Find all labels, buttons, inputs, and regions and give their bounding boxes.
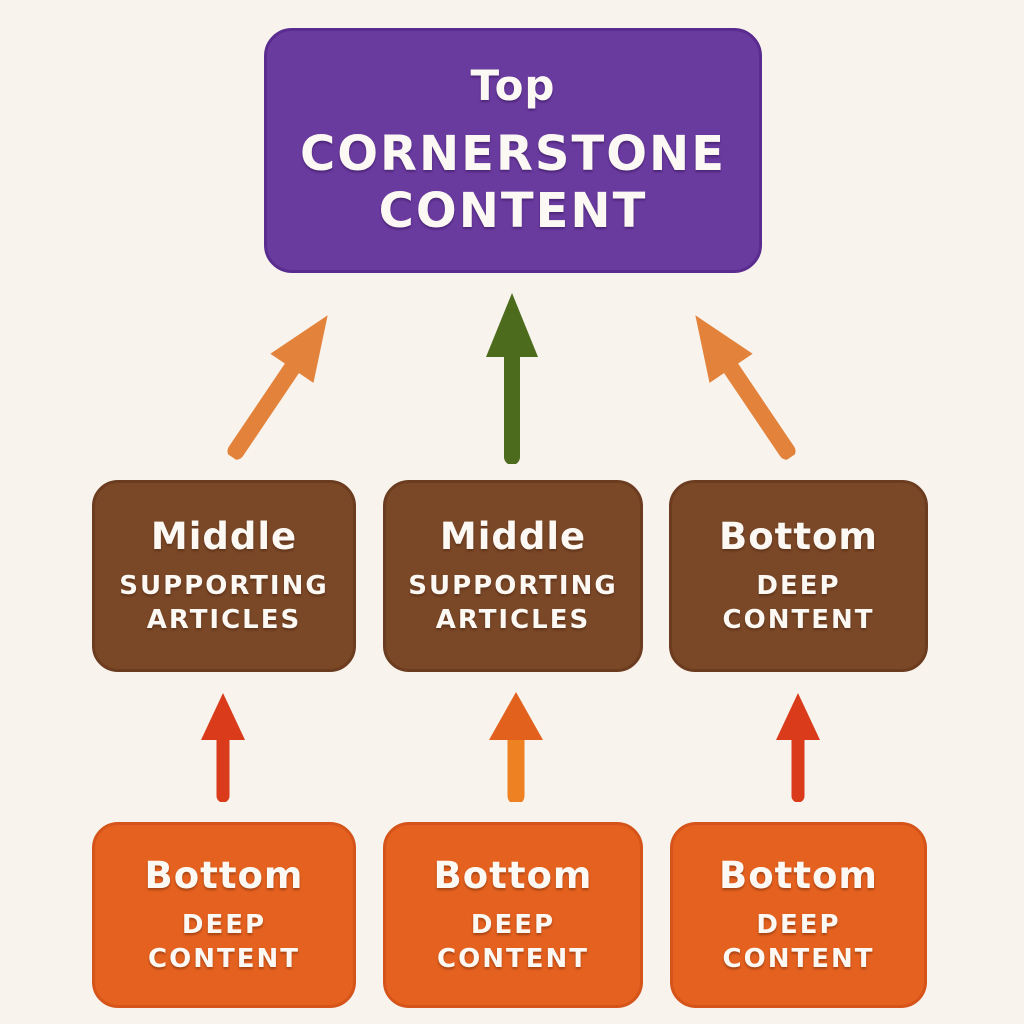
- top-cornerstone-box: Top CORNERSTONE CONTENT: [264, 28, 762, 273]
- bottom-box-1-title: Bottom: [144, 853, 304, 897]
- middle-box-1-title: Middle: [150, 514, 298, 558]
- middle-supporting-box-1: Middle SUPPORTING ARTICLES: [92, 480, 356, 672]
- bottom-box-3-subtitle: DEEP CONTENT: [722, 909, 875, 974]
- bottom-deep-content-box-3: Bottom DEEP CONTENT: [670, 822, 927, 1008]
- vertical-up-arrow-icon: [486, 293, 538, 464]
- top-box-subtitle: CORNERSTONE CONTENT: [300, 126, 726, 239]
- middle-box-3-title: Bottom: [719, 514, 878, 558]
- middle-box-3-subtitle: DEEP CONTENT: [722, 570, 875, 635]
- diagonal-up-left-arrow-icon: [695, 315, 796, 460]
- bottom-box-2-subtitle: DEEP CONTENT: [437, 909, 589, 974]
- top-box-title: Top: [470, 61, 556, 111]
- middle-deep-content-box: Bottom DEEP CONTENT: [669, 480, 928, 672]
- middle-box-1-subtitle: SUPPORTING ARTICLES: [119, 570, 329, 635]
- vertical-up-arrow-icon: [201, 693, 245, 802]
- vertical-up-arrow-icon: [489, 692, 543, 802]
- vertical-up-arrow-icon: [776, 693, 820, 802]
- bottom-box-1-subtitle: DEEP CONTENT: [148, 909, 300, 974]
- middle-supporting-box-2: Middle SUPPORTING ARTICLES: [383, 480, 643, 672]
- middle-box-2-subtitle: SUPPORTING ARTICLES: [408, 570, 618, 635]
- bottom-box-2-title: Bottom: [433, 853, 593, 897]
- bottom-box-3-title: Bottom: [719, 853, 878, 897]
- diagonal-up-right-arrow-icon: [227, 315, 328, 460]
- middle-box-2-title: Middle: [439, 514, 587, 558]
- bottom-deep-content-box-2: Bottom DEEP CONTENT: [383, 822, 643, 1008]
- bottom-deep-content-box-1: Bottom DEEP CONTENT: [92, 822, 356, 1008]
